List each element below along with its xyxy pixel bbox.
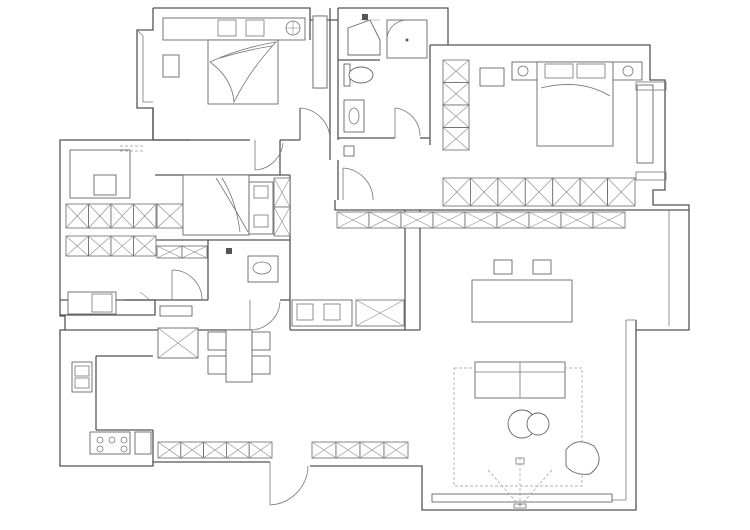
cabinet-brace — [560, 211, 594, 229]
cabinet-brace — [579, 177, 608, 207]
window-ledge — [636, 84, 654, 164]
chair — [479, 67, 505, 87]
chair — [251, 355, 271, 375]
cabinet-brace — [442, 177, 471, 207]
chair — [493, 259, 513, 275]
stove-icon — [89, 431, 131, 455]
sink-icon — [247, 255, 279, 283]
coffee-table — [507, 409, 550, 439]
cabinet-brace — [180, 441, 204, 459]
sink-icon — [323, 303, 341, 321]
kitchen — [67, 291, 152, 455]
dining-table-icon — [225, 329, 253, 383]
sink-icon — [71, 361, 93, 393]
tv-cabinet — [431, 493, 613, 503]
cabinet-brace — [496, 211, 530, 229]
cabinet-brace — [383, 441, 409, 459]
door-swing-icon — [249, 300, 281, 331]
cabinet-brace — [226, 441, 250, 459]
cabinet-brace — [464, 211, 498, 229]
cabinet-brace — [470, 177, 499, 207]
wardrobe-cabinets — [65, 15, 636, 459]
sofa-icon — [474, 361, 566, 399]
cabinet-brace — [442, 59, 470, 83]
study-room-furniture — [69, 145, 143, 199]
cabinet-brace — [110, 203, 134, 229]
cabinet-brace — [355, 299, 405, 327]
door-swing-icon — [171, 269, 203, 301]
sink-icon — [343, 99, 365, 133]
cabinet-brace — [336, 211, 370, 229]
cabinet-brace — [525, 177, 553, 207]
chair — [207, 331, 227, 351]
armchair-icon — [565, 441, 600, 475]
cabinet-brace — [157, 441, 181, 459]
cabinet-brace — [133, 203, 157, 229]
cabinet-brace — [497, 177, 526, 207]
door-swings — [171, 107, 421, 506]
cabinet-brace — [156, 203, 184, 229]
cabinet-brace — [273, 177, 291, 208]
cabinet-brace — [311, 441, 337, 459]
cabinet-brace — [528, 211, 562, 229]
bed-icon — [207, 39, 279, 105]
sink-icon — [296, 303, 314, 321]
door-swing-icon — [269, 462, 309, 506]
door-swing-icon — [394, 107, 421, 138]
cabinet-brace — [65, 203, 89, 229]
vanity-counter — [291, 299, 353, 327]
headboard-cabinet — [162, 17, 306, 41]
cabinet-brace — [400, 211, 434, 229]
door-swing-icon — [254, 140, 284, 171]
cabinet-brace — [442, 104, 470, 128]
cabinet-brace — [442, 127, 470, 151]
cabinet-brace — [552, 177, 581, 207]
rug-outline — [453, 367, 583, 487]
interior-walls — [60, 8, 689, 462]
cabinet-brace — [88, 203, 112, 229]
cabinet-brace — [110, 235, 134, 257]
cabinet-brace — [88, 235, 112, 257]
wardrobe-icon — [312, 15, 328, 89]
cabinet-brace — [156, 245, 183, 259]
shower-icon — [347, 19, 381, 56]
cabinet-brace — [607, 177, 636, 207]
cabinet-brace — [592, 211, 626, 229]
cabinet-brace — [368, 211, 402, 229]
master-bedroom-furniture — [162, 15, 328, 105]
living-room — [431, 259, 613, 509]
cabinet-brace — [442, 82, 470, 106]
door-swing-icon — [342, 167, 374, 201]
cabinet-brace — [335, 441, 361, 459]
dining-table-icon — [471, 279, 573, 323]
chair — [251, 331, 271, 351]
cabinet-brace — [273, 206, 291, 237]
chair — [93, 174, 117, 196]
bed-icon — [536, 61, 614, 147]
bathroom-top — [343, 14, 428, 157]
bathroom-second — [159, 248, 279, 317]
cabinet-brace — [133, 235, 157, 257]
cabinet-brace — [65, 235, 89, 257]
cabinet-brace — [359, 441, 385, 459]
third-bedroom-furniture — [182, 174, 274, 236]
chair — [207, 355, 227, 375]
bed-icon — [182, 174, 250, 236]
toilet-icon — [343, 63, 374, 87]
second-bedroom-furniture — [479, 61, 667, 181]
cabinet-brace — [249, 441, 273, 459]
door-swing-icon — [299, 107, 331, 140]
cabinet-brace — [181, 245, 208, 259]
dining-area — [157, 327, 271, 383]
cabinet-brace — [432, 211, 466, 229]
cabinet-brace — [203, 441, 227, 459]
desk-chair — [162, 54, 180, 78]
chair — [532, 259, 552, 275]
